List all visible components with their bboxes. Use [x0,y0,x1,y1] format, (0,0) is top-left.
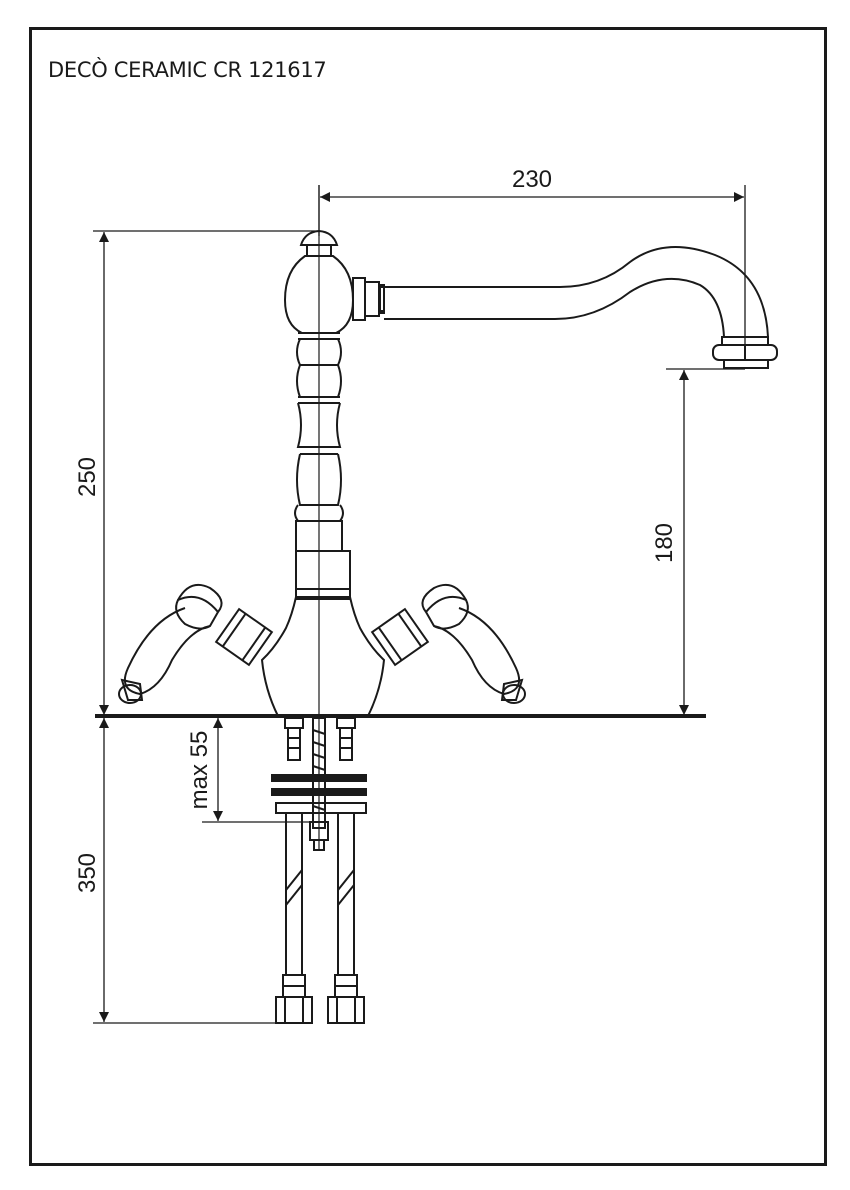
dimension-250: 250 [74,230,318,715]
drawing-frame [29,27,827,1166]
dimension-max-55: max 55 [186,718,320,823]
faucet-body-base [260,596,386,717]
faucet-column [283,229,355,600]
left-handle [118,584,274,704]
right-handle [370,584,526,704]
product-title: DECÒ CERAMIC CR 121617 [48,58,327,82]
dim-230-label: 230 [512,166,552,193]
dimension-180: 180 [651,368,745,715]
dim-180-label: 180 [651,523,678,563]
dim-max55-label: max 55 [186,731,213,810]
under-counter-assembly [271,717,367,1024]
spout [352,246,778,369]
dim-250-label: 250 [74,457,101,497]
dimension-350: 350 [74,718,300,1024]
dim-350-label: 350 [74,853,101,893]
